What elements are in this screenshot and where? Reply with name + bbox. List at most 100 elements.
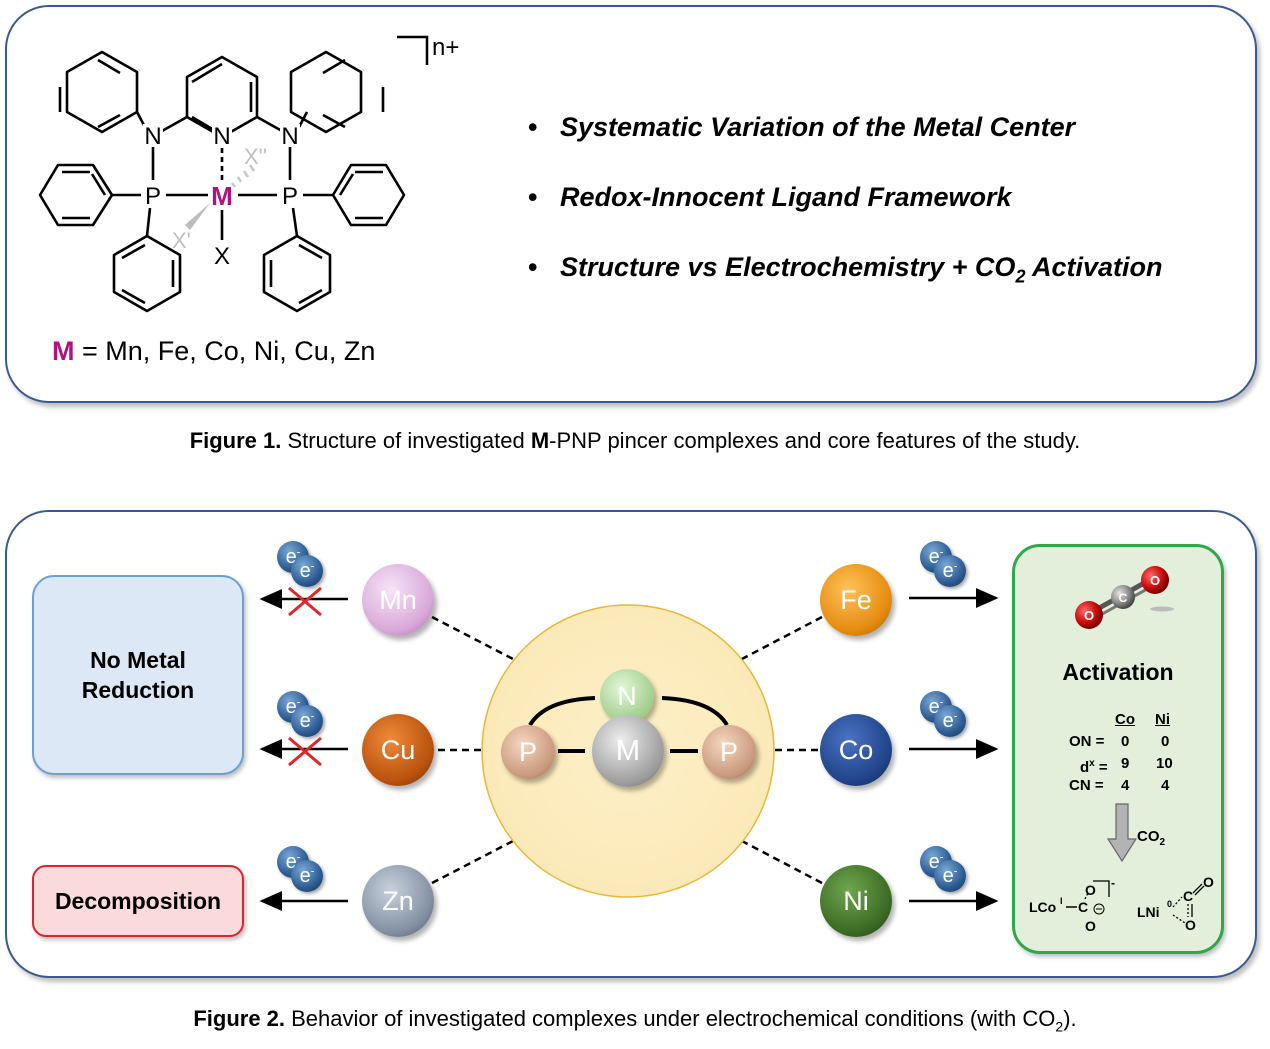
product-ni-ox: 0 [1167, 899, 1172, 909]
metal-sphere-cu: Cu [362, 714, 434, 786]
co2-o-left: O [1084, 608, 1094, 623]
svg-text:O: O [1203, 874, 1214, 890]
bullet-dot: • [528, 182, 538, 212]
blocked-cross-icon [288, 736, 322, 767]
atom-pyridine-n: N [213, 123, 230, 150]
table-cell: 0 [1161, 733, 1170, 750]
caption-label: Figure 2. [193, 1006, 286, 1031]
product-co-ox: I [1060, 896, 1063, 906]
metal-label: Fe [840, 584, 872, 615]
product-co-prefix: LCo [1029, 899, 1056, 915]
reagent-base: CO [1137, 828, 1160, 845]
center-m-label: M [615, 734, 641, 767]
metal-sphere-fe: Fe [820, 564, 892, 636]
caption-subscript: 2 [1055, 1018, 1064, 1035]
metal-sphere-co: Co [820, 714, 892, 786]
atom-x-double-prime: X'' [244, 144, 267, 169]
no-reduction-line2: Reduction [81, 677, 195, 703]
metal-label: Zn [382, 885, 414, 916]
phenyl-ring-n-left [65, 50, 139, 134]
center-p-left-label: P [518, 736, 537, 767]
activation-box: O C O Activation Co Ni ON = 0 0 dx = 9 1… [1012, 544, 1224, 954]
feature-item: •Structure vs Electrochemistry + CO2 Act… [528, 252, 1162, 287]
down-arrow-icon [1107, 803, 1137, 863]
metal-sphere-mn: Mn [362, 564, 434, 636]
feature-text-end: Activation [1025, 252, 1163, 282]
product-ni-prefix: LNi [1137, 904, 1160, 920]
electron-icon: e- [934, 555, 966, 587]
center-atom-p-right: P [702, 725, 756, 779]
metal-symbol: M [52, 336, 75, 366]
product-co-charge: - [1111, 876, 1115, 890]
table-header-ni: Ni [1155, 711, 1170, 728]
figure1-caption: Figure 1. Structure of investigated M-PN… [0, 428, 1270, 454]
table-cell: 4 [1121, 777, 1130, 794]
co2-molecule-icon: O C O [1075, 566, 1174, 629]
center-atom-n: N [600, 669, 654, 723]
co2-reagent-label: CO2 [1137, 822, 1165, 858]
figure1-panel [5, 5, 1257, 403]
center-atom-p-left: P [501, 725, 555, 779]
metal-label: Co [838, 734, 874, 765]
svg-text:O: O [1185, 917, 1196, 933]
metal-label: Ni [843, 885, 869, 916]
caption-text: Behavior of investigated complexes under… [285, 1006, 1056, 1031]
electron-pair-icon: e-e- [920, 846, 976, 898]
figure2-caption: Figure 2. Behavior of investigated compl… [0, 1006, 1270, 1034]
table-row-label: CN = [1069, 777, 1104, 794]
label-sup: x [1089, 758, 1095, 769]
bullet-dot: • [528, 112, 538, 142]
table-cell: 0 [1121, 733, 1130, 750]
electron-icon: e- [934, 705, 966, 737]
electron-pair-icon: e-e- [920, 541, 976, 593]
electron-icon: e- [934, 860, 966, 892]
caption-label: Figure 1. [189, 428, 282, 453]
atom-amine-n-right: N [281, 123, 298, 150]
complex-charge: n+ [432, 34, 460, 61]
feature-text: Redox-Innocent Ligand Framework [560, 182, 1012, 212]
caption-text: Structure of investigated [281, 428, 531, 453]
metal-sphere-zn: Zn [362, 865, 434, 937]
table-row-label: ON = [1069, 733, 1105, 750]
phenyl-ring-p-right-2 [262, 234, 332, 313]
center-p-right-label: P [719, 736, 738, 767]
bullet-dot: • [528, 252, 538, 282]
electron-pair-icon: e-e- [277, 541, 333, 593]
center-atom-m: M [592, 715, 664, 787]
co2-o-right: O [1150, 573, 1160, 588]
center-n-label: N [617, 680, 637, 711]
metal-list: = Mn, Fe, Co, Ni, Cu, Zn [74, 336, 376, 366]
label-base: d [1080, 759, 1090, 776]
decomposition-box: Decomposition [32, 865, 244, 937]
table-row-label: dx = [1080, 749, 1108, 783]
table-cell: 10 [1156, 755, 1173, 772]
phenyl-ring-p-left-1 [38, 163, 114, 227]
atom-phosphorus-right: P [282, 183, 298, 210]
metal-label: Mn [379, 584, 417, 615]
electron-pair-icon: e-e- [277, 691, 333, 743]
electron-pair-icon: e-e- [277, 846, 333, 898]
atom-x-prime: X' [172, 228, 191, 253]
metal-definition: M = Mn, Fe, Co, Ni, Cu, Zn [52, 336, 375, 367]
atom-metal: M [211, 181, 233, 211]
feature-item: • Systematic Variation of the Metal Cente… [528, 112, 1075, 143]
reagent-sub: 2 [1159, 837, 1166, 848]
no-reduction-line1: No Metal [90, 647, 186, 673]
feature-text: Structure vs Electrochemistry + CO [560, 252, 1016, 282]
co-carboxylate-product: LCo I C O O - [1029, 876, 1115, 934]
caption-text-end: ). [1063, 1006, 1077, 1031]
feature-text: Systematic Variation of the Metal Center [560, 112, 1076, 142]
feature-item: • Redox-Innocent Ligand Framework [528, 182, 1012, 213]
electron-icon: e- [291, 705, 323, 737]
atom-phosphorus-left: P [145, 183, 161, 210]
table-cell: 9 [1121, 755, 1130, 772]
metal-label: Cu [380, 734, 416, 765]
phenyl-ring-n-right [289, 50, 363, 134]
svg-text:C: C [1078, 899, 1088, 915]
activation-title: Activation [1062, 659, 1174, 685]
decomposition-label: Decomposition [54, 888, 222, 914]
atom-amine-n-left: N [144, 123, 161, 150]
metal-sphere-ni: Ni [820, 865, 892, 937]
svg-text:O: O [1085, 918, 1096, 934]
